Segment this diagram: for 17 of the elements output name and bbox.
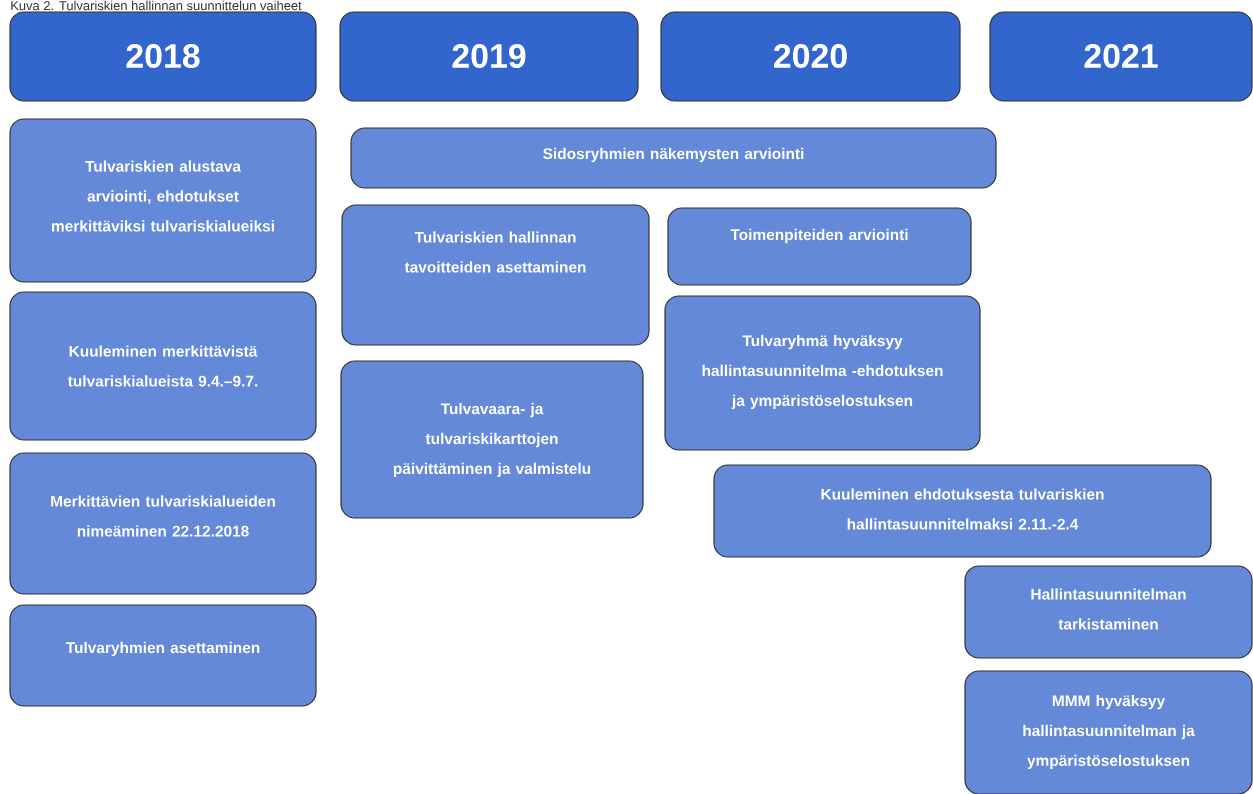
process-box: Toimenpiteiden arviointi [667, 207, 972, 286]
process-box: Merkittävien tulvariskialueiden nimeäminen 22.12.2018 [9, 452, 317, 595]
process-box: Tulvavaara- ja tulvariskikarttojen päivittäminen ja valmistelu [340, 360, 644, 519]
process-box: Hallintasuunnitelman tarkistaminen [964, 565, 1253, 659]
process-box: Tulvaryhmien asettaminen [9, 604, 317, 707]
process-box: Sidosryhmien näkemysten arviointi [350, 127, 997, 189]
process-box: Kuuleminen ehdotuksesta tulvariskien hallintasuunnitelmaksi 2.11.-2.4 [713, 464, 1212, 558]
process-box: Tulvaryhmä hyväksyy hallintasuunnitelma -ehdotuksen ja ympäristöselostuksen [664, 295, 981, 451]
process-box: Tulvariskien alustava arviointi, ehdotukset merkittäviksi tulvariskialueiksi [9, 118, 317, 283]
process-box: Kuuleminen merkittävistä tulvariskialueista 9.4.–9.7. [9, 291, 317, 441]
year-box: 2018 [9, 11, 317, 102]
year-box: 2020 [660, 11, 961, 102]
process-box: MMM hyväksyy hallintasuunnitelman ja ympäristöselostuksen [964, 670, 1253, 794]
figure-title: Kuva 2. Tulvariskien hallinnan suunnittelun vaiheet [11, 0, 302, 11]
process-box: Tulvariskien hallinnan tavoitteiden asettaminen [341, 204, 650, 346]
year-box: 2021 [989, 11, 1253, 102]
year-box: 2019 [339, 11, 639, 102]
